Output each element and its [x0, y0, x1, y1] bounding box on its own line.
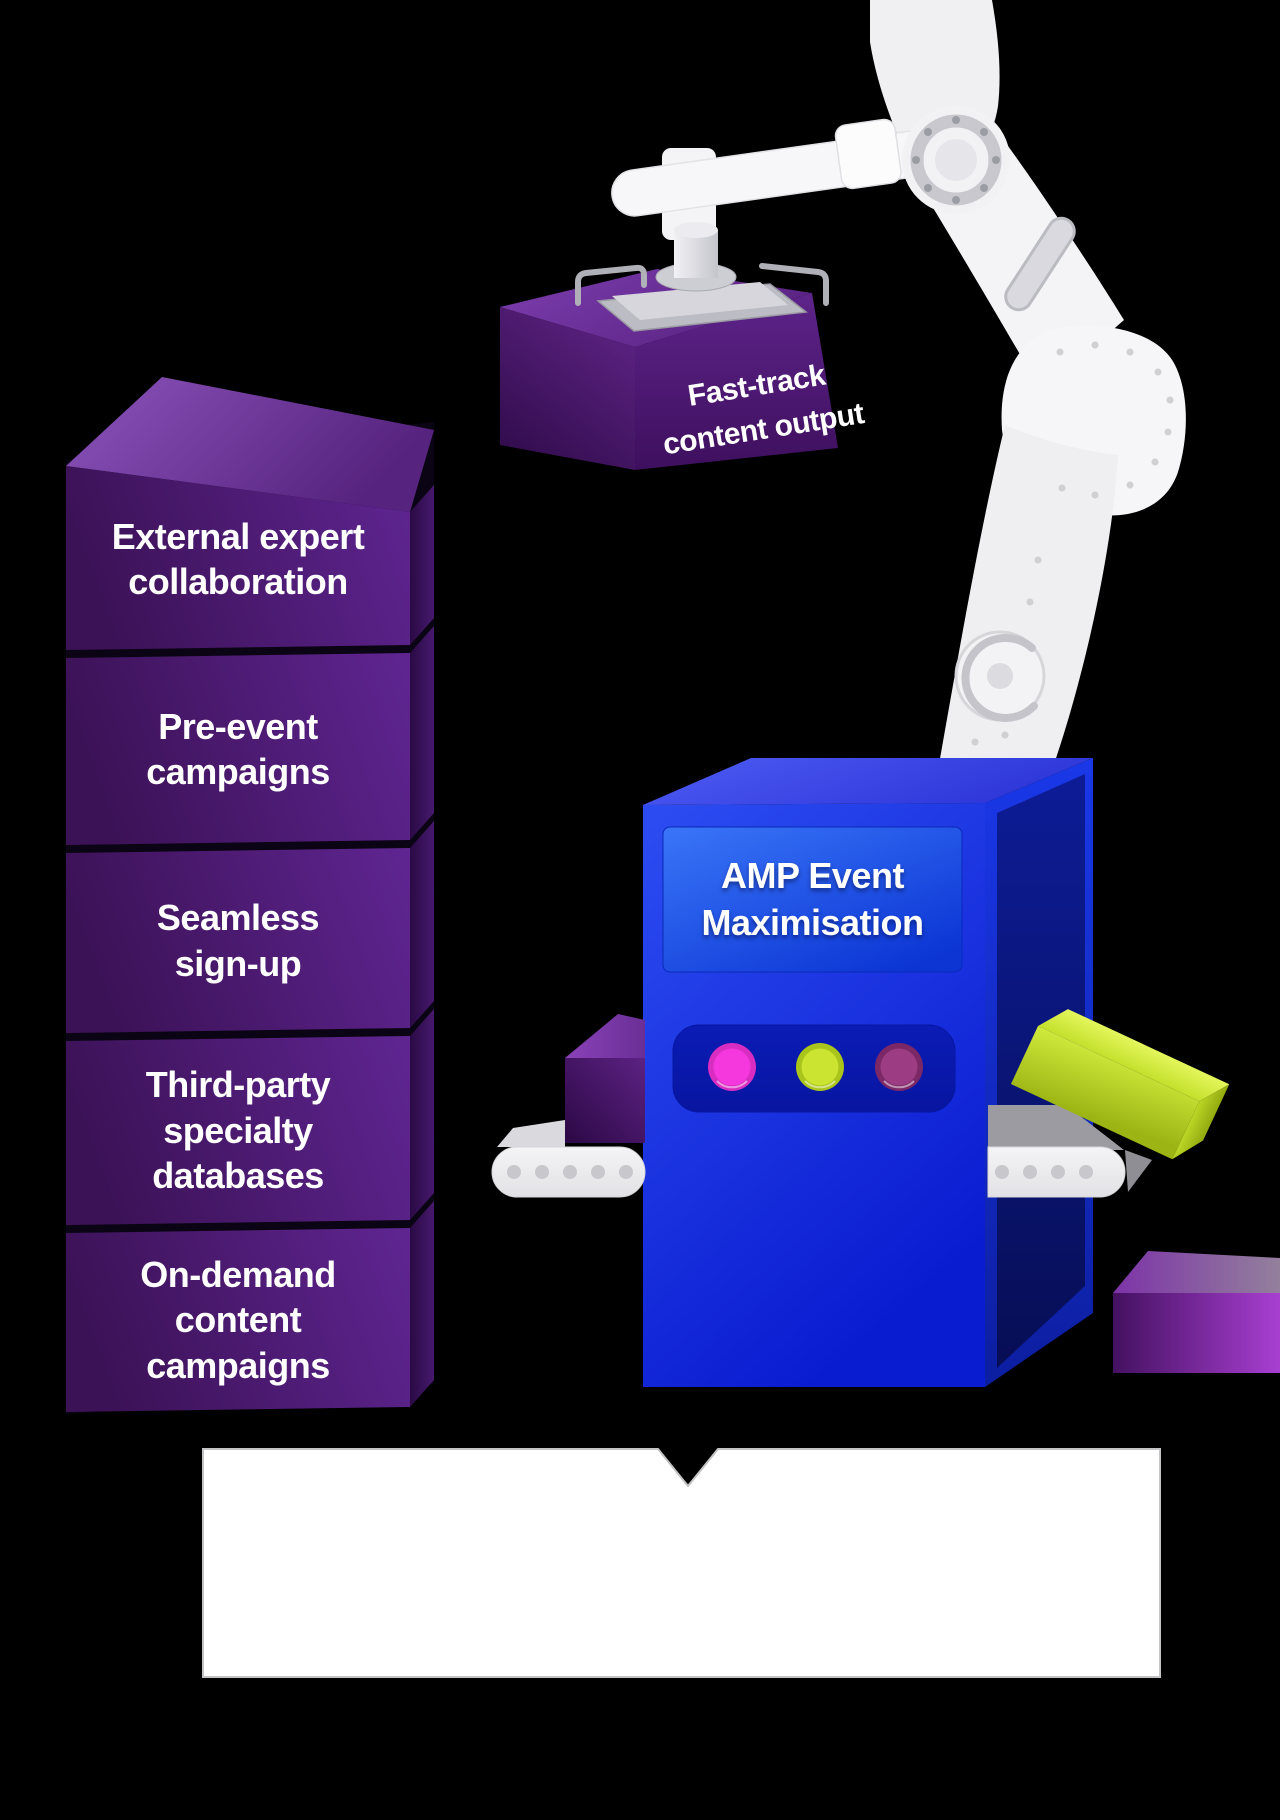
corner-box-front: [1113, 1293, 1280, 1373]
stack-block-5: [66, 1228, 410, 1412]
robot-arm-collar: [834, 118, 902, 190]
gripper-top-plate: [612, 282, 788, 320]
stack-top-face: [66, 377, 434, 512]
gripper-tube-right: [759, 263, 829, 306]
input-box-front: [565, 1058, 645, 1143]
machine-button-plum: [875, 1043, 923, 1091]
robot-arm-elbow-joint: [902, 106, 1010, 214]
robot-arm-base-joint: [954, 630, 1046, 722]
output-box-left: [500, 307, 635, 470]
conveyor-left-top-face: [497, 1120, 565, 1147]
gripper-cylinder-top: [674, 222, 718, 238]
stack-side-3: [410, 821, 434, 1028]
stack-block-3: [66, 848, 410, 1033]
conveyor-left: [491, 1120, 646, 1198]
lime-box-shadow: [988, 1105, 1124, 1150]
input-box: [565, 1014, 645, 1143]
conveyor-right-rollers: [995, 1165, 1093, 1179]
robot-arm: [611, 0, 1186, 770]
stack-side-4: [410, 1009, 434, 1220]
conveyor-left-rollers: [507, 1165, 633, 1179]
stack-block-4: [66, 1036, 410, 1225]
lime-box-shadow-2: [1125, 1150, 1152, 1192]
feature-stack: [66, 377, 434, 1414]
corner-box: [1113, 1251, 1280, 1373]
lime-box: [1010, 1009, 1230, 1160]
corner-box-top: [1113, 1251, 1280, 1293]
robot-arm-slot: [1004, 216, 1076, 312]
robot-arm-forearm: [938, 425, 1118, 770]
stack-block-2: [66, 653, 410, 845]
gripper-tube-left: [575, 264, 647, 306]
conveyor-right: [987, 1105, 1152, 1198]
stack-side-1: [410, 485, 434, 645]
gripper: [575, 222, 829, 332]
lime-box-front: [1010, 1026, 1200, 1160]
output-box-front: [635, 293, 838, 470]
callout-panel: [202, 1448, 1161, 1678]
machine-button-lime: [796, 1043, 844, 1091]
machine-screen: [662, 826, 963, 973]
stack-block-1: [66, 466, 410, 650]
input-box-top: [565, 1014, 645, 1058]
machine-button-pink: [708, 1043, 756, 1091]
lime-box-top: [1038, 1009, 1230, 1102]
machine-top-face: [643, 758, 1093, 805]
stack-side-5: [410, 1201, 434, 1407]
lime-box-end: [1172, 1084, 1230, 1160]
stack-side-2: [410, 626, 434, 840]
robot-arm-screws: [971, 341, 1174, 746]
